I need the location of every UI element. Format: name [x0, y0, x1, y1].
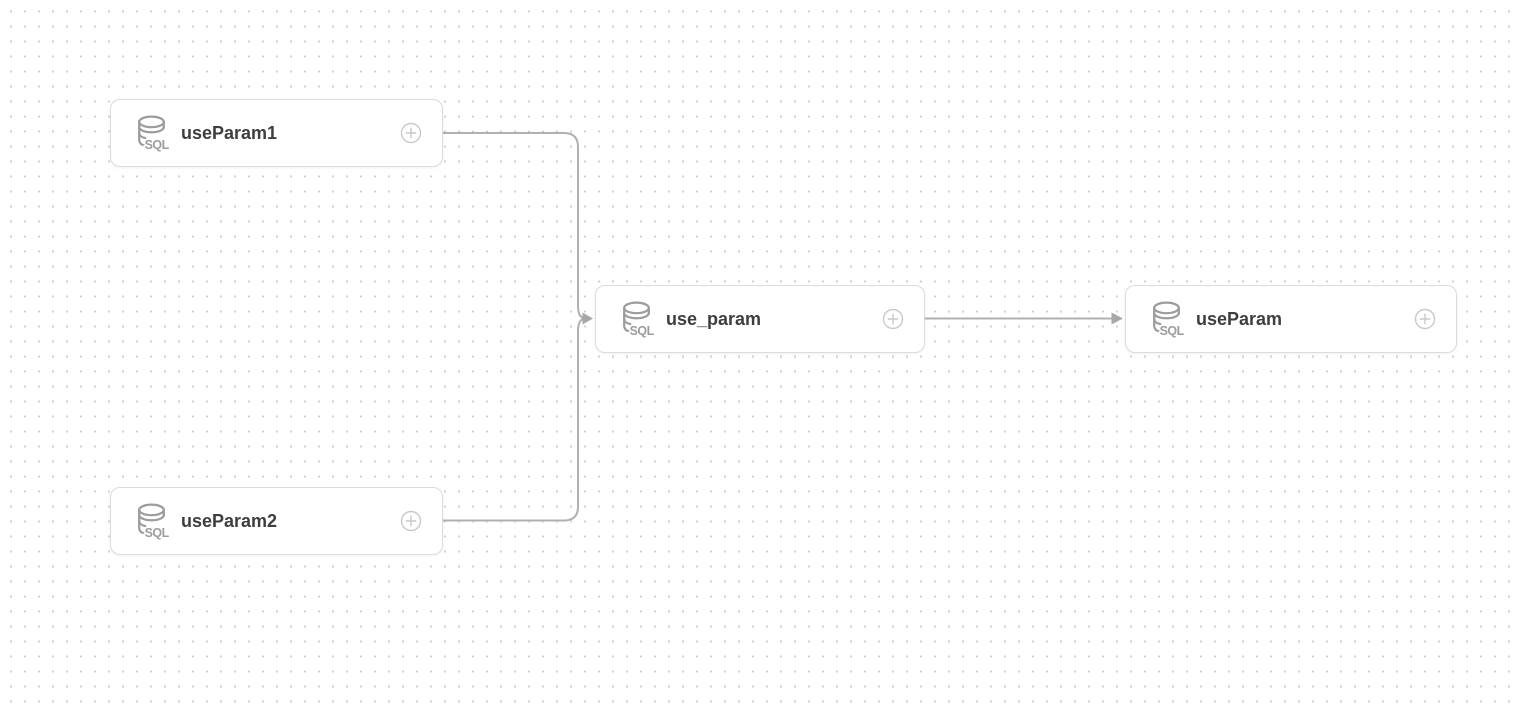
add-downstream-node-button[interactable]: [882, 308, 904, 330]
arrowhead-into-useParam: [1111, 312, 1123, 325]
plus-circle-icon: [1414, 308, 1436, 330]
node-label: useParam: [1196, 308, 1283, 329]
node-useParam2[interactable]: SQL useParam2: [110, 487, 443, 555]
node-label: use_param: [666, 308, 762, 329]
add-downstream-node-button[interactable]: [1414, 308, 1436, 330]
plus-circle-icon: [400, 510, 422, 532]
node-label: useParam2: [181, 510, 278, 531]
plus-circle-icon: [400, 122, 422, 144]
plus-circle-icon: [882, 308, 904, 330]
add-downstream-node-button[interactable]: [400, 122, 422, 144]
sql-database-icon: SQL: [138, 115, 170, 153]
add-downstream-node-button[interactable]: [400, 510, 422, 532]
sql-badge-label: SQL: [1160, 324, 1185, 338]
sql-database-icon: SQL: [1153, 301, 1185, 339]
sql-badge-label: SQL: [630, 324, 655, 338]
sql-database-icon: SQL: [623, 301, 655, 339]
sql-badge-label: SQL: [145, 138, 170, 152]
sql-badge-label: SQL: [145, 526, 170, 540]
arrowhead-into-use_param: [582, 312, 593, 325]
sql-database-icon: SQL: [138, 503, 170, 541]
node-label: useParam1: [181, 122, 278, 143]
node-use_param[interactable]: SQL use_param: [595, 285, 925, 353]
edge-useParam1-to-use_param[interactable]: [443, 132, 588, 320]
node-useParam[interactable]: SQL useParam: [1125, 285, 1457, 353]
node-useParam1[interactable]: SQL useParam1: [110, 99, 443, 167]
edge-useParam2-to-use_param[interactable]: [443, 317, 588, 522]
